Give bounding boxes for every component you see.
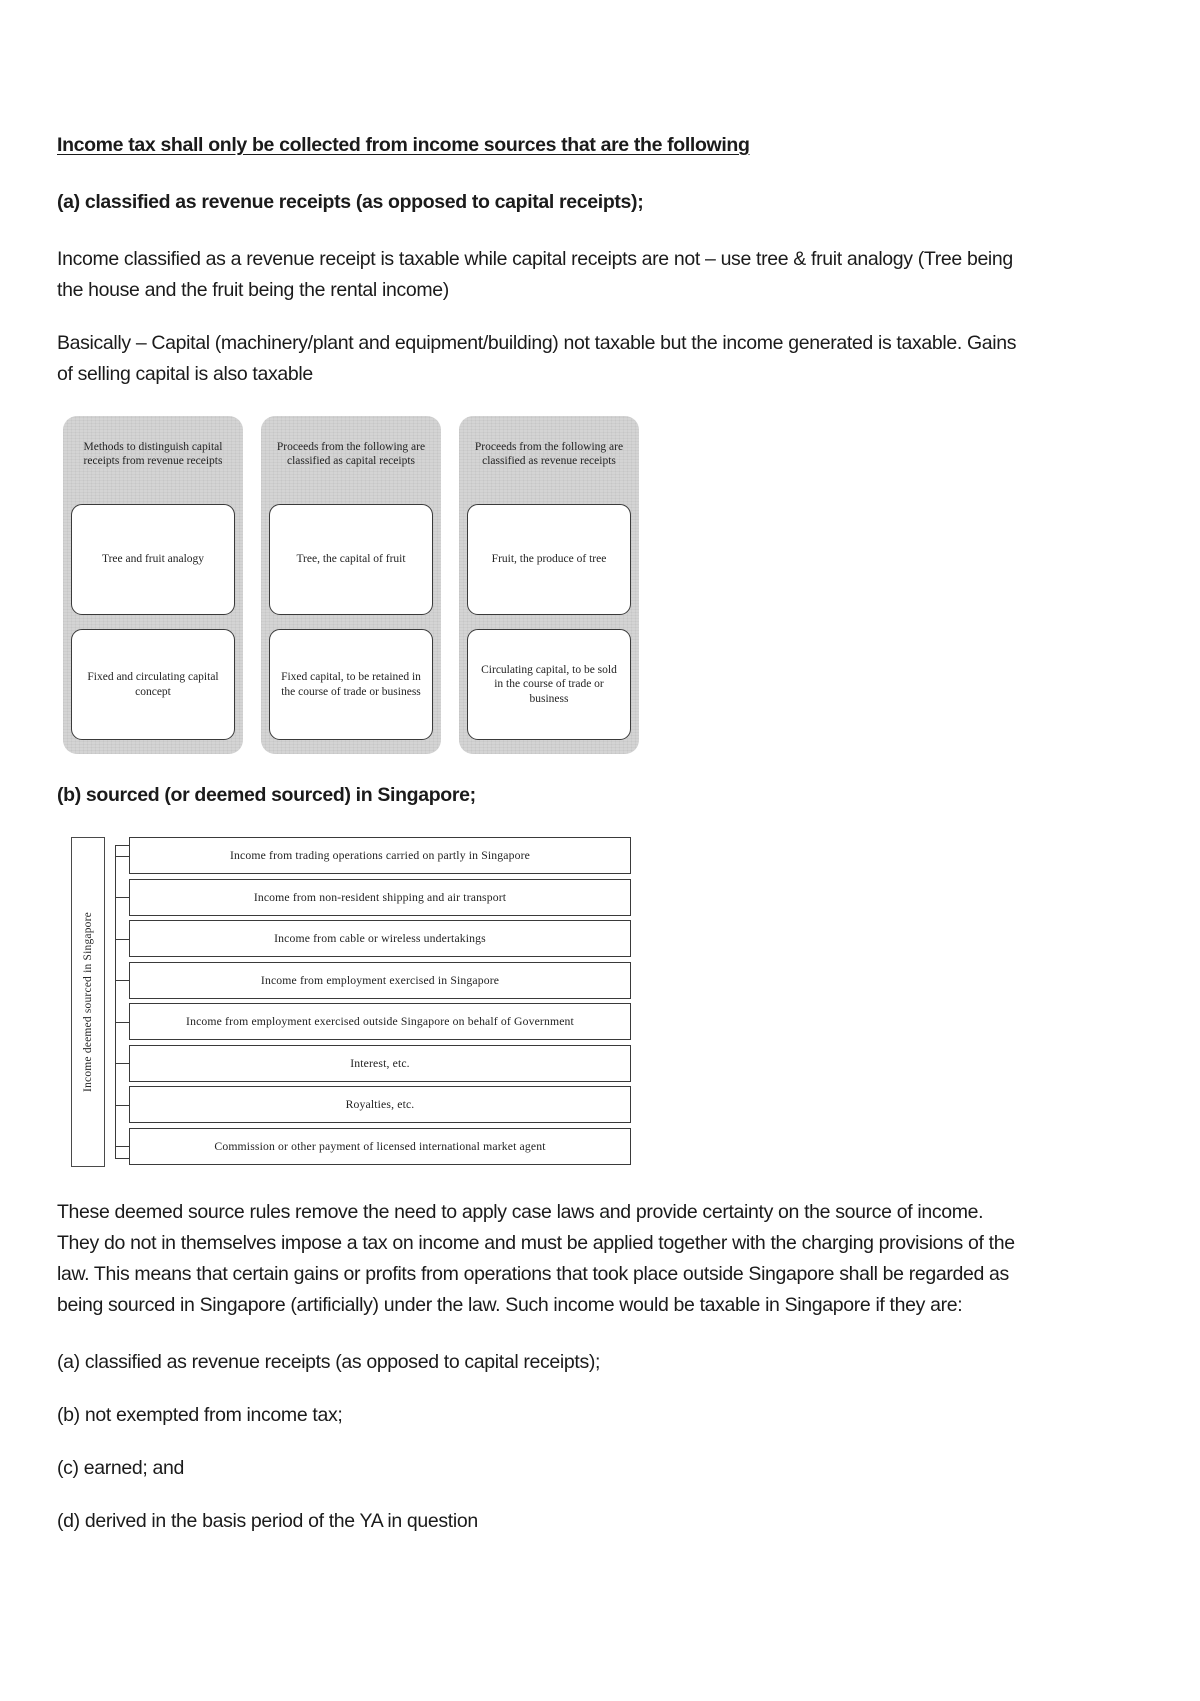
- list-item-label: Income from employment exercised in Sing…: [129, 961, 631, 999]
- column-box: Circulating capital, to be sold in the c…: [467, 629, 631, 740]
- branch-tick-icon: [115, 1021, 129, 1023]
- figure-column-methods: Methods to distinguish capital receipts …: [63, 416, 243, 754]
- paragraph-deemed-source-rules: These deemed source rules remove the nee…: [57, 1201, 1015, 1316]
- branch-tick-icon: [115, 1146, 129, 1147]
- column-title: Methods to distinguish capital receipts …: [83, 441, 223, 467]
- list-item: Income from employment exercised in Sing…: [115, 961, 631, 999]
- branch-tick-icon: [115, 938, 129, 940]
- figure-capital-vs-revenue: Methods to distinguish capital receipts …: [63, 416, 641, 754]
- list-item-label: Royalties, etc.: [129, 1086, 631, 1123]
- figure-item-list: Income from trading operations carried o…: [115, 837, 631, 1169]
- list-item: Interest, etc.: [115, 1044, 631, 1082]
- list-item-label: Commission or other payment of licensed …: [129, 1127, 631, 1165]
- column-title: Proceeds from the following are classifi…: [474, 441, 624, 467]
- column-title: Proceeds from the following are classifi…: [276, 441, 426, 467]
- figure-deemed-source: Income deemed sourced in Singapore Incom…: [71, 837, 631, 1167]
- list-item: Income from trading operations carried o…: [115, 837, 631, 874]
- figure-spine-label: Income deemed sourced in Singapore: [82, 912, 95, 1092]
- paragraph-capital-basics: Basically – Capital (machinery/plant and…: [57, 332, 1017, 385]
- bottom-list-item-b: (b) not exempted from income tax;: [57, 1404, 343, 1426]
- branch-tick-icon: [115, 1063, 129, 1064]
- list-item-label: Income from employment exercised outside…: [129, 1003, 631, 1040]
- figure-column-capital-receipts: Proceeds from the following are classifi…: [261, 416, 441, 754]
- branch-tick-icon: [115, 897, 129, 898]
- figure-bracket: [115, 845, 129, 1159]
- page-title: Income tax shall only be collected from …: [57, 134, 750, 156]
- paragraph-revenue-receipt: Income classified as a revenue receipt i…: [57, 248, 1013, 301]
- column-box: Fixed capital, to be retained in the cou…: [269, 629, 433, 740]
- figure-spine: Income deemed sourced in Singapore: [71, 837, 105, 1167]
- list-item-label: Income from cable or wireless undertakin…: [129, 920, 631, 957]
- bottom-list-item-c: (c) earned; and: [57, 1457, 184, 1479]
- branch-tick-icon: [115, 980, 129, 981]
- column-box: Tree, the capital of fruit: [269, 504, 433, 615]
- bottom-list-item-d: (d) derived in the basis period of the Y…: [57, 1510, 478, 1532]
- branch-tick-icon: [115, 1104, 129, 1106]
- list-item: Commission or other payment of licensed …: [115, 1127, 631, 1165]
- column-box: Tree and fruit analogy: [71, 504, 235, 615]
- list-item: Income from non-resident shipping and ai…: [115, 878, 631, 916]
- list-item: Royalties, etc.: [115, 1086, 631, 1123]
- list-item-label: Interest, etc.: [129, 1044, 631, 1082]
- list-item-b: (b) sourced (or deemed sourced) in Singa…: [57, 784, 476, 806]
- list-item: Income from cable or wireless undertakin…: [115, 920, 631, 957]
- column-box: Fruit, the produce of tree: [467, 504, 631, 615]
- bottom-list-item-a: (a) classified as revenue receipts (as o…: [57, 1351, 601, 1373]
- list-item-a: (a) classified as revenue receipts (as o…: [57, 191, 644, 213]
- column-box: Fixed and circulating capital concept: [71, 629, 235, 740]
- list-item: Income from employment exercised outside…: [115, 1003, 631, 1040]
- list-item-label: Income from trading operations carried o…: [129, 837, 631, 874]
- figure-column-revenue-receipts: Proceeds from the following are classifi…: [459, 416, 639, 754]
- list-item-label: Income from non-resident shipping and ai…: [129, 878, 631, 916]
- branch-tick-icon: [115, 855, 129, 857]
